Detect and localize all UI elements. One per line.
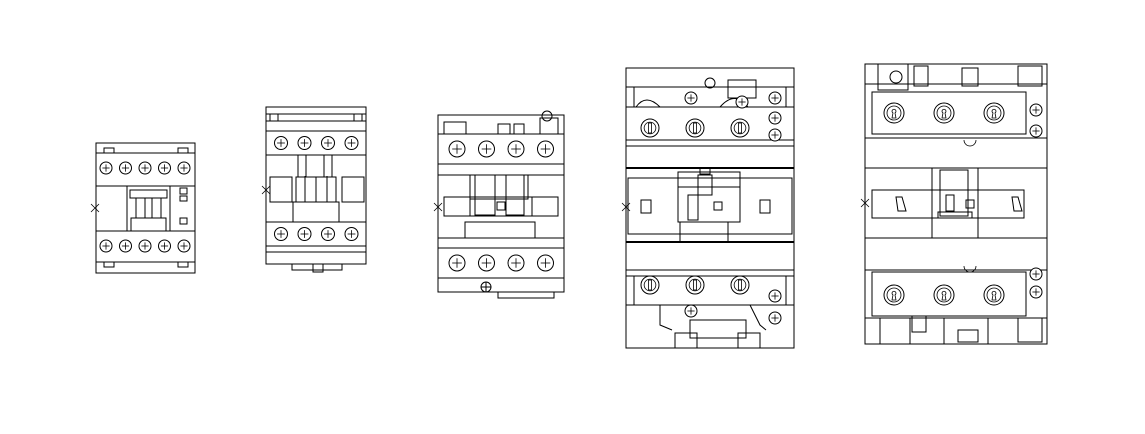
terminal-screw xyxy=(138,239,152,253)
terminal-screw xyxy=(1029,124,1043,138)
terminal-screw xyxy=(274,227,288,241)
terminal-screw xyxy=(768,289,782,303)
terminal-screw xyxy=(119,161,132,175)
auxiliary-terminals xyxy=(963,103,1043,299)
terminal-screw xyxy=(768,111,782,125)
terminal-row-bottom xyxy=(883,284,1005,306)
terminal-screw xyxy=(983,284,1005,306)
terminal-screw xyxy=(158,161,171,175)
terminal-screw xyxy=(1029,103,1043,117)
terminal-screw xyxy=(321,136,335,150)
center-mark xyxy=(261,185,271,195)
terminal-row-bottom xyxy=(640,275,750,295)
terminal-screw xyxy=(768,311,782,325)
terminal-screw xyxy=(685,275,705,295)
terminal-row-top xyxy=(448,140,554,158)
terminal-screw xyxy=(983,102,1005,124)
center-mark xyxy=(860,198,870,208)
terminal-screw xyxy=(684,91,698,105)
terminal-screw xyxy=(177,239,191,253)
terminal-screw xyxy=(119,239,132,253)
terminal-screw xyxy=(883,284,905,306)
terminal-row-bottom xyxy=(448,254,554,272)
center-mark xyxy=(90,203,100,213)
terminal-screw xyxy=(99,161,113,175)
terminal-screw xyxy=(448,140,466,158)
mounting-hole xyxy=(963,265,977,273)
terminal-row-top xyxy=(640,118,750,138)
contactor-2 xyxy=(261,106,367,273)
terminal-screw xyxy=(1029,285,1043,299)
contactor-1 xyxy=(90,142,196,274)
terminal-screw xyxy=(883,102,905,124)
terminal-screw xyxy=(297,227,312,241)
terminal-screw xyxy=(138,161,152,175)
terminal-screw xyxy=(177,161,191,175)
terminal-screw xyxy=(344,136,359,150)
center-mark xyxy=(433,202,443,212)
terminal-screw xyxy=(640,275,660,295)
terminal-screw xyxy=(274,136,288,150)
terminal-screw xyxy=(297,136,312,150)
contactor-3 xyxy=(433,110,565,299)
terminal-screw xyxy=(685,118,705,138)
contactor-5 xyxy=(860,63,1048,345)
terminal-screw xyxy=(537,140,554,158)
terminal-screw xyxy=(730,118,750,138)
terminal-screw xyxy=(537,254,554,272)
terminal-row-bottom xyxy=(99,239,191,253)
terminal-row-bottom xyxy=(274,227,359,241)
terminal-screw xyxy=(730,275,750,295)
terminal-screw xyxy=(684,304,698,318)
contactor-4 xyxy=(621,67,795,349)
terminal-screw xyxy=(478,140,495,158)
terminal-screw xyxy=(158,239,171,253)
terminal-screw xyxy=(507,140,525,158)
mounting-hole xyxy=(963,139,977,147)
terminal-screw xyxy=(507,254,525,272)
terminal-screw xyxy=(99,239,113,253)
terminal-screw xyxy=(640,118,660,138)
center-mark xyxy=(621,202,631,212)
terminal-screw xyxy=(768,128,782,142)
terminal-row-top xyxy=(99,161,191,175)
terminal-screw xyxy=(768,91,782,105)
terminal-screw xyxy=(933,102,955,124)
terminal-screw xyxy=(478,254,495,272)
terminal-screw xyxy=(448,254,466,272)
terminal-row-top xyxy=(274,136,359,150)
auxiliary-terminals xyxy=(684,91,782,325)
terminal-screw xyxy=(735,95,749,109)
terminal-row-top xyxy=(883,102,1005,124)
terminal-screw xyxy=(1029,267,1043,281)
terminal-screw xyxy=(344,227,359,241)
terminal-screw xyxy=(321,227,335,241)
terminal-screw xyxy=(933,284,955,306)
